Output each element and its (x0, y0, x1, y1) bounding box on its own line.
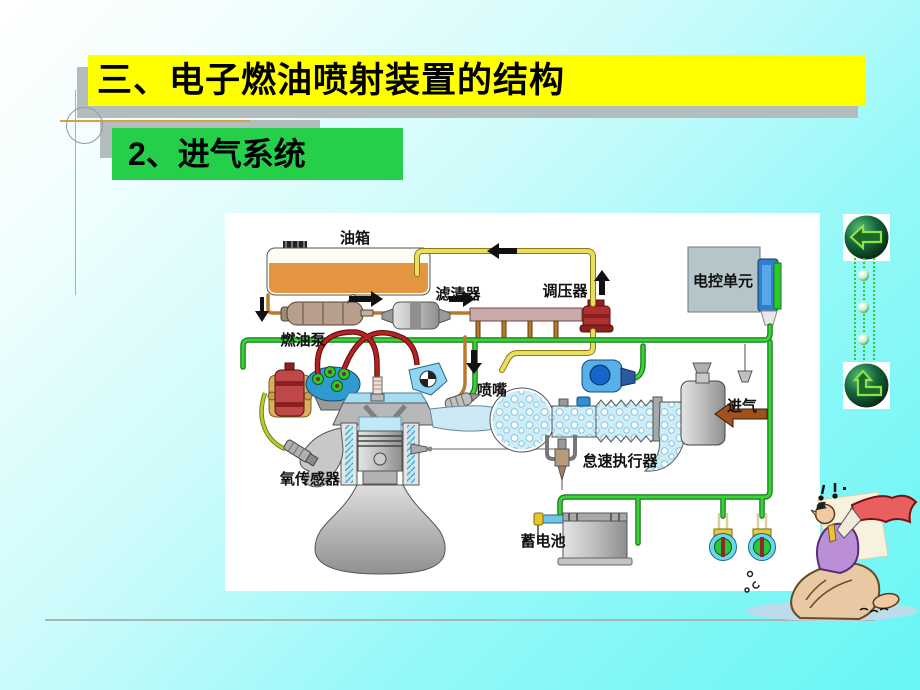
left-arrow-icon (844, 215, 889, 260)
cartoon-flag-figure (744, 483, 918, 621)
label-oxygen-sensor: 氧传感器 (279, 470, 341, 488)
bead-icon (858, 302, 869, 313)
fuel-injection-diagram: 油箱 滤清器 调压器 电控单元 燃油泵 喷嘴 进气 怠速执行器 氧传感器 蓄电池 (225, 213, 820, 591)
label-idle-actuator: 怠速执行器 (582, 452, 658, 470)
thermostat-housing (408, 362, 448, 396)
dotted-line (873, 258, 875, 364)
battery-unit (533, 512, 633, 566)
nav-dotted-connector (852, 258, 878, 364)
figure-hair (816, 501, 827, 510)
red-flag (850, 494, 918, 524)
regulator-vacuum-line (499, 328, 596, 373)
label-air-intake: 进气 (727, 397, 757, 415)
sensor-plug (737, 370, 753, 383)
pressure-regulator (579, 299, 614, 333)
pipe-rail-to-injector (453, 335, 467, 402)
sack-folds (805, 579, 853, 609)
return-arrow-icon (844, 363, 889, 408)
oxygen-sensor (259, 392, 319, 467)
label-pressure-regulator: 调压器 (542, 283, 588, 300)
label-fuel-pump: 燃油泵 (280, 331, 325, 349)
fuel-tank (266, 241, 431, 296)
idle-actuator (545, 435, 577, 490)
pipe-tank-to-pump (266, 293, 287, 315)
figure-nose (810, 509, 817, 518)
figure-foot (872, 592, 900, 610)
injector-nozzle (444, 392, 482, 411)
slide-subtitle: 2、进气系统 (112, 128, 403, 180)
dotted-line (854, 258, 856, 364)
intake-air-arrow (714, 400, 768, 428)
raised-arm (836, 507, 862, 539)
label-fuel-tank: 油箱 (340, 229, 370, 247)
left-guide-line (75, 90, 76, 295)
label-injector-nozzle: 喷嘴 (477, 381, 507, 399)
ignition-coil (267, 362, 313, 418)
nav-prev-button[interactable] (843, 214, 890, 261)
engine (299, 392, 446, 575)
wiring-harness (240, 323, 773, 546)
airflow-meter (581, 359, 636, 393)
bead-icon (858, 270, 869, 281)
gold-accent-line (60, 120, 250, 122)
intake-tract (429, 362, 726, 472)
spark-wires (314, 329, 420, 377)
fuel-filter (381, 301, 451, 330)
yellow-tie (827, 523, 837, 543)
flow-arrows (255, 243, 610, 374)
diagram-svg: 油箱 滤清器 调压器 电控单元 燃油泵 喷嘴 进气 怠速执行器 氧传感器 蓄电池 (240, 229, 782, 575)
ink-droplets (744, 570, 760, 593)
spark-plug (370, 376, 385, 402)
nav-return-button[interactable] (843, 362, 890, 409)
label-ecu: 电控单元 (693, 272, 753, 290)
fuel-rail (469, 307, 583, 339)
decorative-circle (66, 107, 103, 144)
label-fuel-filter: 滤清器 (435, 285, 481, 303)
round-connector-2 (748, 513, 776, 561)
ground-squiggles (859, 607, 889, 613)
bead-icon (858, 334, 869, 345)
footer-line (45, 619, 875, 621)
label-battery: 蓄电池 (520, 532, 565, 550)
ecu-box (687, 246, 782, 326)
exclamation-marks (818, 483, 846, 501)
slide-title: 三、电子燃油喷射装置的结构 (88, 55, 865, 106)
round-connector-1 (709, 513, 737, 561)
